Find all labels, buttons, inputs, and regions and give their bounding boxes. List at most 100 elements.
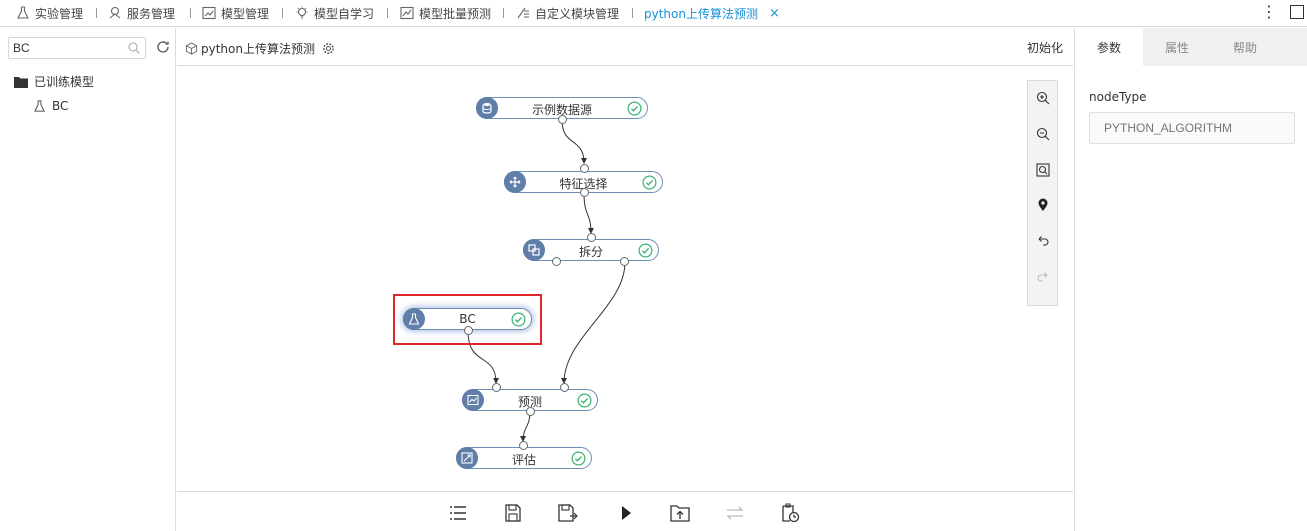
tab-separator [96, 8, 97, 18]
cube-icon [185, 42, 198, 55]
tab-separator [190, 8, 191, 18]
node-label: 预测 [517, 395, 542, 409]
success-check-icon [627, 101, 642, 116]
input-port-data[interactable] [560, 383, 569, 392]
flow-title-text: python上传算法预测 [201, 42, 315, 56]
node-label: 评估 [511, 453, 536, 467]
edge-feature-split [583, 192, 594, 234]
node-label: 拆分 [578, 245, 603, 259]
search-input[interactable] [8, 37, 146, 59]
tab-separator [387, 8, 388, 18]
success-check-icon [638, 243, 653, 258]
zoom-out-icon[interactable] [1035, 126, 1051, 142]
output-port[interactable] [526, 407, 535, 416]
input-port-model[interactable] [492, 383, 501, 392]
tab-separator [282, 8, 283, 18]
edges-layer [467, 119, 626, 442]
success-check-icon [642, 175, 657, 190]
success-check-icon [577, 393, 592, 408]
node-label: BC [459, 312, 476, 326]
more-options-icon[interactable]: ⋮ [1261, 2, 1277, 21]
tab-label: 自定义模块管理 [535, 6, 620, 21]
workflow-canvas[interactable]: 示例数据源 特征选择 拆分 BC 预测 [177, 67, 1073, 491]
tree-folder-trained-models[interactable]: 已训练模型 [14, 73, 94, 90]
zoom-in-icon[interactable] [1035, 90, 1051, 106]
node-evaluate[interactable]: 评估 [456, 447, 592, 469]
node-predict[interactable]: 预测 [462, 389, 598, 411]
feature-select-icon [504, 171, 526, 193]
output-port[interactable] [464, 326, 473, 335]
evaluate-icon [456, 447, 478, 469]
tab-label: 实验管理 [35, 6, 84, 21]
success-check-icon [511, 312, 526, 327]
refresh-icon[interactable] [155, 39, 171, 55]
locate-icon[interactable] [1035, 197, 1051, 213]
schedule-icon[interactable] [780, 503, 800, 523]
selection-highlight [393, 294, 542, 345]
tab-attributes[interactable]: 属性 [1143, 28, 1211, 66]
model-chart-icon [202, 6, 216, 20]
tab-label: 模型管理 [221, 6, 270, 21]
tree-folder-label: 已训练模型 [34, 75, 95, 89]
tab-label: 服务管理 [127, 6, 176, 21]
output-port-train[interactable] [552, 257, 561, 266]
initialize-button[interactable]: 初始化 [1026, 41, 1063, 55]
close-tab-icon[interactable]: × [768, 5, 780, 21]
folder-icon [14, 76, 28, 88]
lightbulb-icon [296, 6, 308, 19]
flask-icon [403, 308, 425, 330]
database-icon [476, 97, 498, 119]
node-feature-selection[interactable]: 特征选择 [504, 171, 663, 193]
save-as-icon[interactable] [558, 503, 578, 523]
edge-bc-predict [467, 330, 499, 384]
custom-module-icon [517, 7, 529, 19]
flask-icon [34, 99, 45, 112]
tab-help[interactable]: 帮助 [1211, 28, 1279, 66]
zoom-toolbar [1027, 80, 1058, 306]
node-type-field[interactable] [1089, 112, 1295, 144]
settings-icon[interactable] [322, 42, 335, 55]
fit-view-icon[interactable] [1035, 162, 1051, 178]
output-port[interactable] [558, 115, 567, 124]
input-port[interactable] [580, 164, 589, 173]
node-split[interactable]: 拆分 [523, 239, 659, 261]
list-icon[interactable] [448, 503, 468, 523]
tab-separator [632, 8, 633, 18]
tab-experiment-management[interactable]: 实验管理 [16, 4, 83, 22]
flow-title: python上传算法预测 [185, 40, 335, 57]
swap-icon[interactable] [725, 503, 745, 523]
node-datasource[interactable]: 示例数据源 [476, 97, 648, 119]
run-icon[interactable] [616, 503, 636, 523]
tree-item-label: BC [52, 99, 69, 113]
output-port[interactable] [580, 188, 589, 197]
tab-label: 模型自学习 [314, 6, 375, 21]
maximize-icon[interactable] [1290, 5, 1304, 19]
split-icon [523, 239, 545, 261]
tab-model-management[interactable]: 模型管理 [202, 4, 269, 22]
tab-label: 属性 [1164, 41, 1189, 55]
tab-params[interactable]: 参数 [1075, 28, 1143, 66]
tab-batch-prediction[interactable]: 模型批量预测 [400, 4, 491, 22]
output-port-test[interactable] [620, 257, 629, 266]
top-tab-bar: 实验管理 服务管理 模型管理 模型自学习 模型批量预测 自定义模块管理 pyth… [0, 0, 1307, 27]
tab-custom-module-management[interactable]: 自定义模块管理 [516, 4, 619, 22]
search-icon[interactable] [127, 41, 141, 55]
tab-separator [503, 8, 504, 18]
tab-label: 模型批量预测 [419, 6, 492, 21]
export-icon[interactable] [670, 503, 690, 523]
tree-item-bc[interactable]: BC [33, 99, 68, 113]
tab-label: 帮助 [1232, 41, 1257, 55]
undo-icon[interactable] [1035, 233, 1051, 249]
tab-python-upload-prediction[interactable]: python上传算法预测 × [644, 4, 780, 22]
save-icon[interactable] [503, 503, 523, 523]
tab-service-management[interactable]: 服务管理 [108, 4, 175, 22]
input-port[interactable] [519, 441, 528, 450]
tab-model-self-learning[interactable]: 模型自学习 [295, 4, 374, 22]
input-port[interactable] [587, 233, 596, 242]
redo-icon[interactable] [1035, 269, 1051, 285]
success-check-icon [571, 451, 586, 466]
canvas-header: python上传算法预测 初始化 [177, 28, 1073, 66]
predict-icon [462, 389, 484, 411]
edge-split-predict [561, 261, 626, 384]
bottom-toolbar [177, 491, 1073, 531]
